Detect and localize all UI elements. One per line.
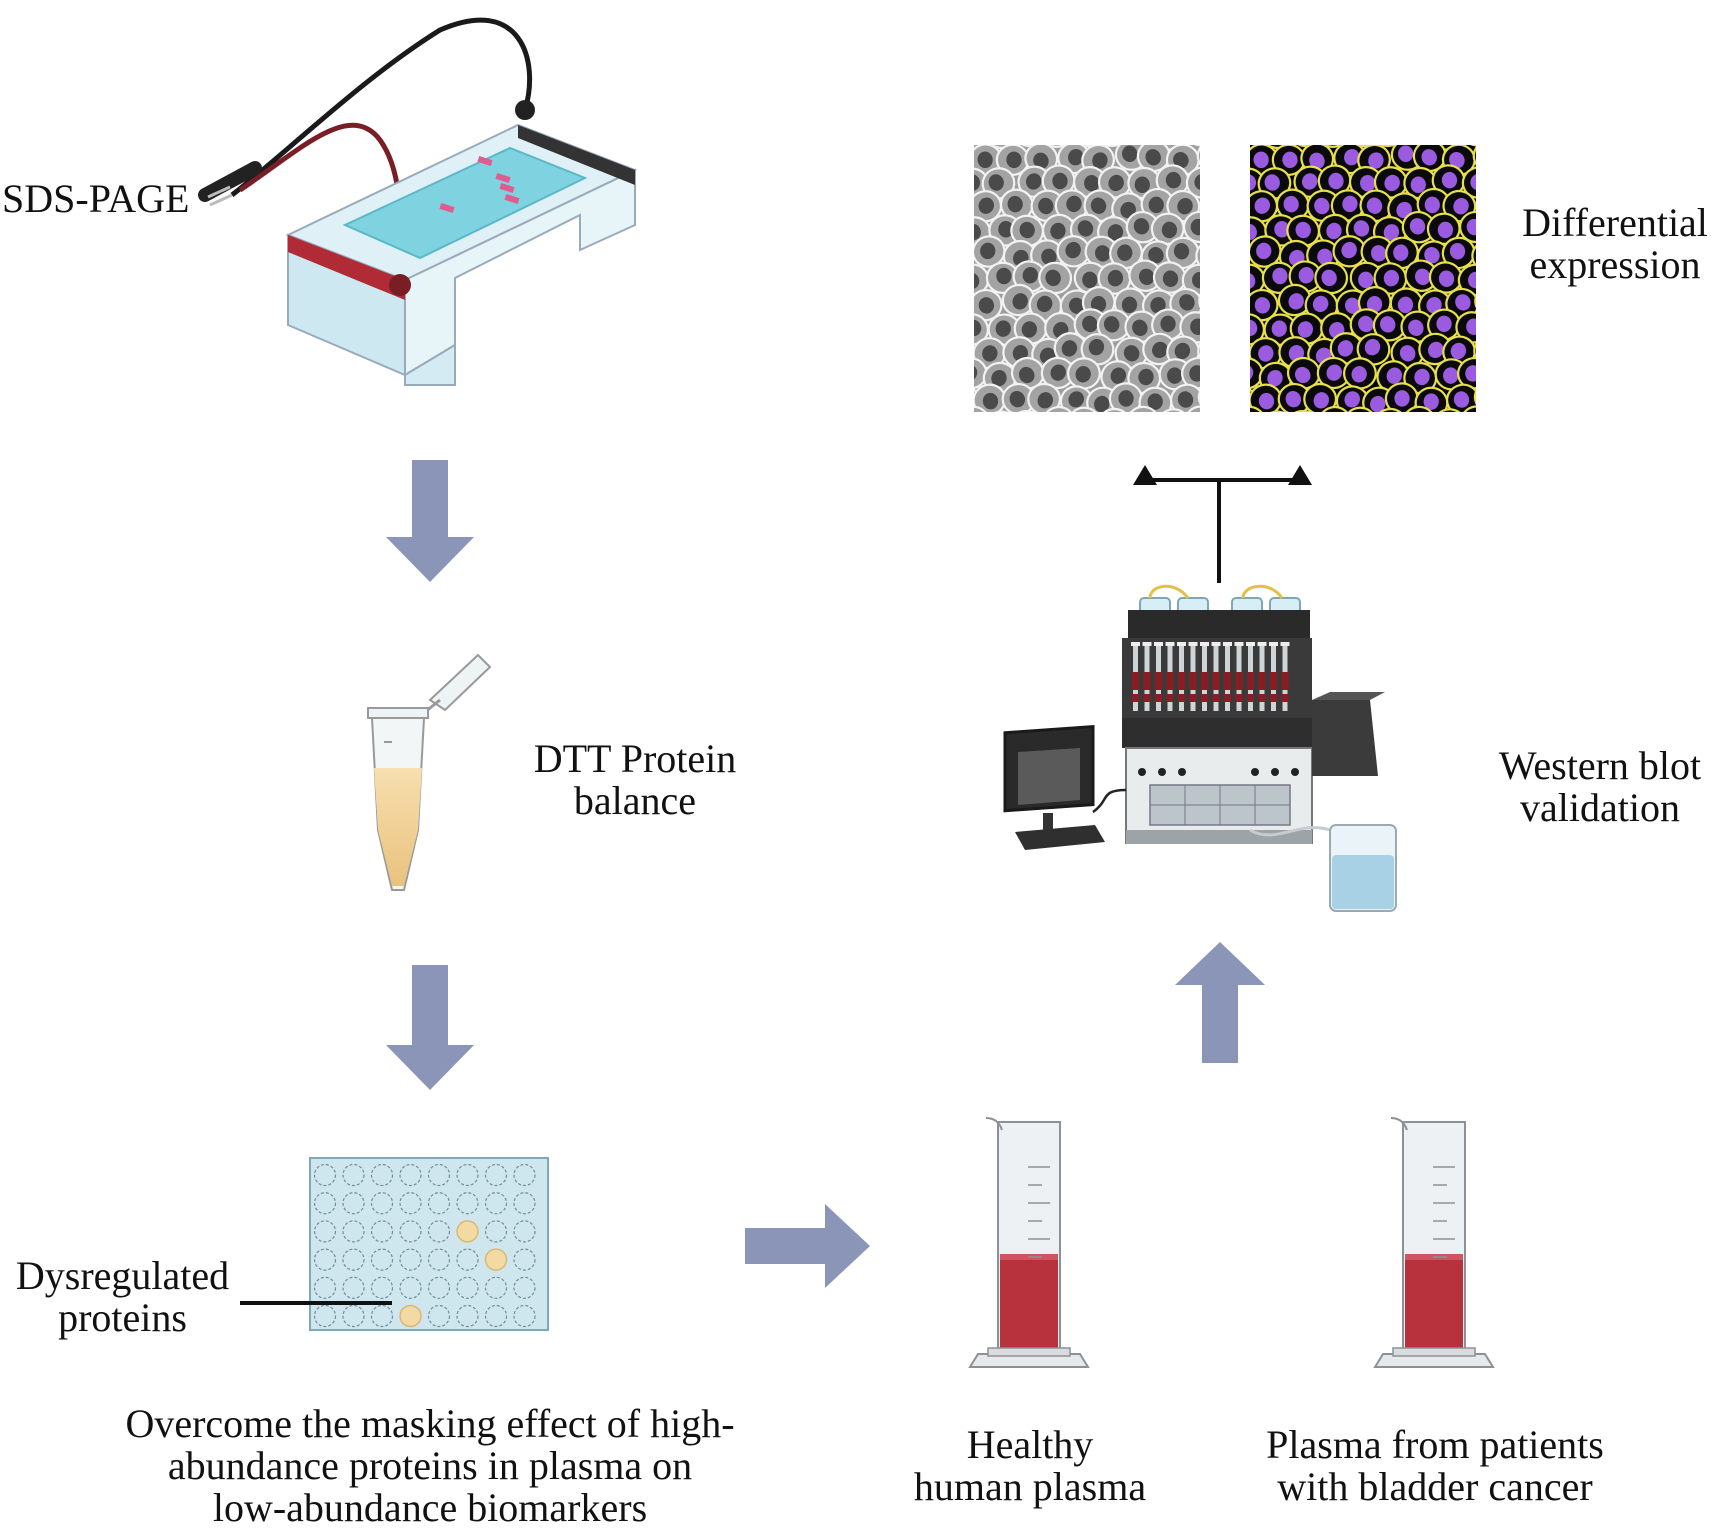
graduated-cylinder-icon	[968, 1117, 1090, 1368]
flow-arrow-down-1	[386, 460, 474, 582]
healthy-plasma-label: Healthy human plasma	[913, 1422, 1147, 1509]
graduated-cylinder-icon	[1373, 1117, 1495, 1368]
flow-arrow-right	[745, 1204, 870, 1288]
electrophoresis-tank-icon	[198, 17, 638, 386]
branch-arrow	[1133, 465, 1312, 583]
overcome-masking-caption: Overcome the masking effect of high- abu…	[125, 1401, 735, 1530]
microcentrifuge-tube-icon	[367, 653, 492, 891]
sds-page-label: SDS-PAGE	[2, 176, 190, 221]
bladder-cancer-plasma-label: Plasma from patients with bladder cancer	[1266, 1422, 1604, 1509]
flow-arrow-down-2	[386, 965, 474, 1090]
cell-image-icon	[1250, 145, 1476, 412]
western-blot-label: Western blot validation	[1498, 743, 1702, 830]
cell-image-icon	[974, 145, 1200, 412]
western-blot-instrument-icon	[1003, 584, 1397, 912]
differential-expression-label: Differential expression	[1522, 200, 1708, 287]
dtt-protein-balance-label: DTT Protein balance	[533, 736, 737, 823]
dysregulated-proteins-label: Dysregulated proteins	[15, 1253, 230, 1340]
flow-arrow-up	[1175, 942, 1265, 1063]
